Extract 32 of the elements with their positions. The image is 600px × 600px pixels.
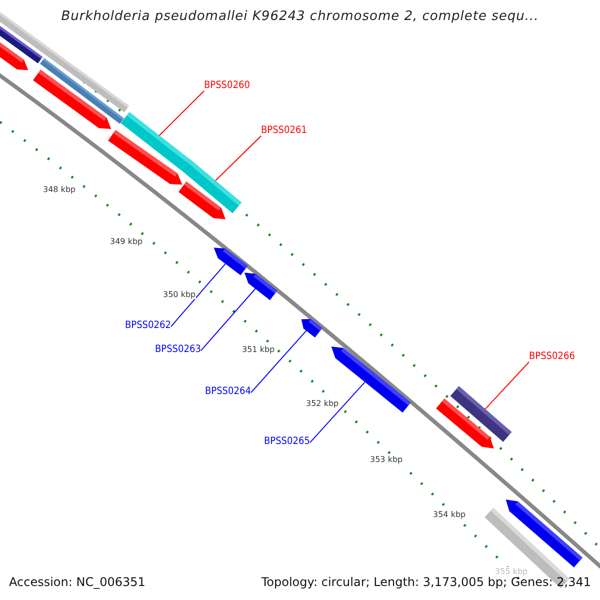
gene-segment [214,248,248,276]
leader-line [170,263,226,328]
gene-segment [178,182,226,220]
leader-line [310,382,366,444]
gene-segment [32,70,112,130]
gene-label: BPSS0266 [529,351,575,362]
gene-label: BPSS0265 [264,436,310,447]
scale-label: 351 kbp [242,345,275,354]
map-title: Burkholderia pseudomallei K96243 chromosome 2, complete sequ... [60,9,540,24]
scale-label: 348 kbp [43,185,76,194]
leader-line [484,362,530,410]
gene-label: BPSS0262 [125,320,171,331]
leader-line [158,90,204,136]
gene-segment [436,398,494,448]
summary-text: Topology: circular; Length: 3,173,005 bp; Genes: 2,341 [261,575,591,589]
gene-segment [301,319,322,338]
gene-label: BPSS0261 [261,125,307,136]
scale-label: 350 kbp [163,290,196,299]
scale-label: 353 kbp [370,455,403,464]
scale-label: 349 kbp [110,237,143,246]
accession-text: Accession: NC_006351 [9,575,146,589]
scale-label: 352 kbp [306,399,339,408]
leader-line [250,330,307,394]
scale-label: 354 kbp [433,510,466,519]
gene-label: BPSS0263 [155,344,201,355]
gene-segment [244,272,278,300]
scale-label: 355 kbp [495,567,528,576]
leader-line [215,136,262,182]
gene-label: BPSS0260 [204,80,250,91]
leader-line [200,288,256,352]
gene-segment [108,130,182,185]
gene-label: BPSS0264 [205,386,251,397]
